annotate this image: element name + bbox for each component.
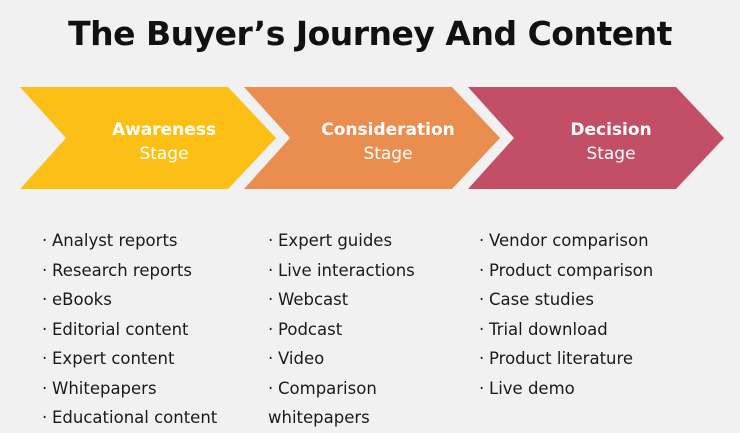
bullet: · [268,319,274,339]
decision-stage-label: Decision Stage [511,118,711,166]
stage-sub: Stage [586,144,636,164]
list-item: ·Editorial content [42,315,217,345]
list-item: ·Comparison [268,374,415,404]
bullet: · [42,260,48,280]
stage-name: Decision [570,120,652,140]
bullet: · [268,378,274,398]
list-item-label: Expert content [52,349,175,368]
list-item: ·Trial download [479,315,653,345]
list-item-label: Live demo [489,378,575,398]
awareness-content-list: ·Analyst reports ·Research reports ·eBoo… [42,226,217,433]
awareness-stage-label: Awareness Stage [64,118,264,166]
list-item-label: Product literature [489,349,634,368]
list-item: ·Whitepapers [42,374,217,404]
list-item: ·Webcast [268,285,415,315]
list-item-label: Analyst reports [52,231,178,250]
list-item: ·Expert content [42,344,217,374]
list-item: ·Live interactions [268,256,415,286]
consideration-chevron [244,87,500,189]
list-item: ·Video [268,344,415,374]
bullet: · [42,408,48,427]
bullet: · [42,319,48,339]
bullet: · [479,231,485,250]
list-item-label: Podcast [278,319,343,339]
list-item: ·Podcast [268,315,415,345]
decision-chevron [468,87,724,189]
list-item-label: Comparison [278,378,377,398]
bullet: · [42,231,48,250]
list-item: ·Educational content [42,403,217,433]
list-item: ·Expert guides [268,226,415,256]
list-item-label: Educational content [52,408,218,427]
list-item-label: Whitepapers [52,378,157,398]
list-item-label: Trial download [489,319,608,339]
list-item: ·Case studies [479,285,653,315]
bullet: · [268,231,274,250]
list-item-continued: whitepapers [268,403,415,433]
bullet: · [479,319,485,339]
list-item-label: Webcast [278,290,349,309]
stage-sub: Stage [139,144,189,164]
list-item-label: Case studies [489,290,594,309]
bullet: · [42,290,48,309]
page-title: The Buyer’s Journey And Content [68,14,672,53]
consideration-content-list: ·Expert guides ·Live interactions ·Webca… [268,226,415,433]
stage-sub: Stage [363,144,413,164]
stage-name: Consideration [321,120,455,140]
list-item-label: eBooks [52,290,112,309]
list-item: ·eBooks [42,285,217,315]
list-item: ·Analyst reports [42,226,217,256]
bullet: · [479,378,485,398]
list-item: ·Vendor comparison [479,226,653,256]
bullet: · [268,260,274,280]
list-item: ·Product literature [479,344,653,374]
bullet: · [268,349,274,368]
list-item: ·Live demo [479,374,653,404]
bullet: · [479,349,485,368]
list-item: ·Research reports [42,256,217,286]
list-item-label: Expert guides [278,231,393,250]
bullet: · [42,349,48,368]
list-item-label: Product comparison [489,260,654,280]
list-item-label: Research reports [52,260,192,280]
consideration-stage-label: Consideration Stage [288,118,488,166]
decision-content-list: ·Vendor comparison ·Product comparison ·… [479,226,653,403]
bullet: · [479,260,485,280]
list-item-label: Editorial content [52,319,189,339]
list-item-label: Live interactions [278,260,415,280]
bullet: · [42,378,48,398]
bullet: · [268,290,274,309]
list-item-label: whitepapers [268,408,370,427]
list-item-label: Vendor comparison [489,231,649,250]
stage-name: Awareness [111,120,217,140]
bullet: · [479,290,485,309]
list-item: ·Product comparison [479,256,653,286]
list-item-label: Video [278,349,325,368]
awareness-chevron [20,87,276,189]
